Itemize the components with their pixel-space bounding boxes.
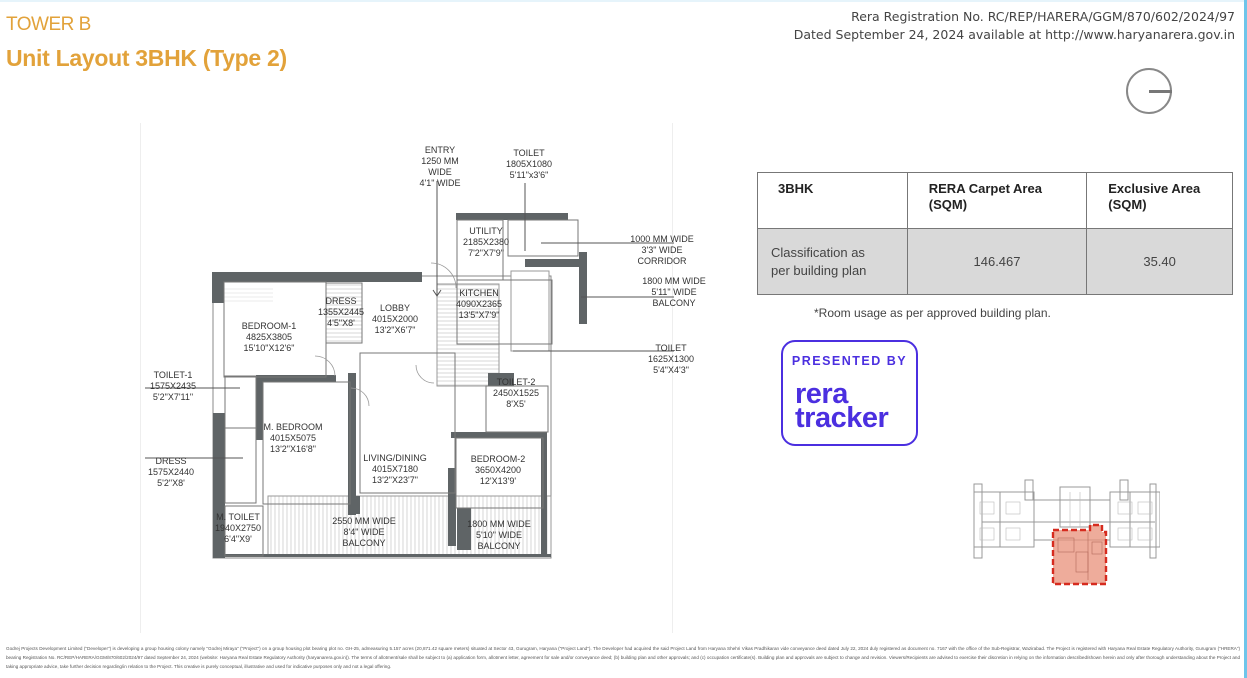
rera-registration-number: Rera Registration No. RC/REP/HARERA/GGM/…	[851, 9, 1235, 24]
highlighted-unit	[1051, 523, 1108, 586]
balcony-main-area	[267, 495, 552, 557]
entry-arrowhead	[432, 289, 442, 297]
room-usage-note: *Room usage as per approved building pla…	[814, 306, 1051, 320]
key-plan-detail	[979, 492, 1153, 541]
area-table-header-row: 3BHK RERA Carpet Area(SQM) Exclusive Are…	[757, 172, 1233, 229]
door-swings	[314, 262, 457, 407]
exclusive-area-value: 35.40	[1086, 228, 1233, 295]
corridor-area	[436, 283, 500, 387]
dress-hatch	[223, 286, 273, 304]
highlighted-unit-rooms	[1057, 532, 1103, 580]
page-title: Unit Layout 3BHK (Type 2)	[6, 45, 287, 71]
walls	[212, 213, 587, 558]
presented-by-label: PRESENTED BY	[791, 354, 908, 368]
balcony-kitchen-area	[510, 270, 550, 352]
key-plan	[973, 479, 1160, 586]
floor-plan-drawing	[145, 181, 674, 559]
top-frame-line	[0, 0, 1247, 2]
header-exclusive-area: Exclusive Area(SQM)	[1086, 172, 1233, 229]
key-plan-building-outline	[973, 479, 1160, 559]
rera-registration: Rera Registration No. RC/REP/HARERA/GGM/…	[794, 8, 1235, 44]
area-table: 3BHK RERA Carpet Area(SQM) Exclusive Are…	[757, 172, 1233, 295]
header-rera-carpet-area: RERA Carpet Area(SQM)	[906, 172, 1088, 229]
right-frame-line	[1244, 0, 1247, 678]
carpet-area-value: 146.467	[906, 228, 1088, 295]
rera-tracker-logo: PRESENTED BY rera tracker	[781, 340, 918, 446]
legal-disclaimer: Godrej Projects Development Limited ("De…	[6, 646, 1240, 669]
rera-dated-link: Dated September 24, 2024 available at ht…	[793, 27, 1235, 42]
header-3bhk: 3BHK	[757, 172, 908, 229]
north-compass-icon	[1126, 68, 1172, 114]
tower-label: TOWER B	[6, 14, 91, 35]
compass-needle	[1149, 90, 1172, 93]
logo-word-rera: rera	[795, 378, 848, 410]
logo-word-tracker: tracker	[795, 402, 889, 434]
room-outlines	[223, 219, 579, 557]
